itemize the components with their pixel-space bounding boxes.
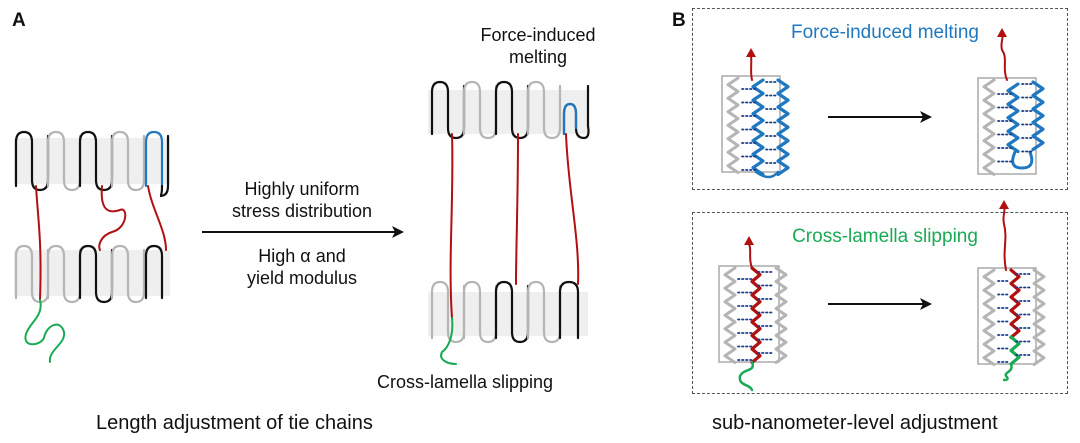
slipping-chain-end xyxy=(24,299,66,363)
melting-box xyxy=(692,8,1068,190)
panel-b-caption: sub-nanometer-level adjustment xyxy=(712,412,998,434)
annotation-top-line-2: melting xyxy=(508,47,568,67)
folded-chain-gray xyxy=(46,244,82,304)
tie-chain xyxy=(449,133,454,319)
folded-chain-black xyxy=(494,280,530,344)
arrow-bottom-label: High α and yield modulus xyxy=(218,245,386,289)
arrow-bottom-line-1: High α and xyxy=(258,246,346,266)
folded-chain-black xyxy=(78,244,114,304)
folded-chain-gray xyxy=(14,244,50,304)
slipping-chain-end xyxy=(440,317,457,365)
transition-arrowhead-a xyxy=(392,226,404,238)
slipping-box-title: Cross-lamella slipping xyxy=(792,226,978,247)
folded-chain-gray xyxy=(110,130,146,192)
folded-chain-gray xyxy=(526,80,562,140)
cross-lamella-slipping-annotation: Cross-lamella slipping xyxy=(376,372,554,392)
tie-chain xyxy=(565,133,580,285)
folded-chain-gray xyxy=(462,280,498,344)
folded-chain-black xyxy=(430,80,466,140)
tie-chain xyxy=(35,185,42,301)
folded-chain-black xyxy=(14,130,50,192)
melting-box-title: Force-induced melting xyxy=(791,22,979,43)
folded-chain-gray xyxy=(462,80,498,140)
folded-chain-blue xyxy=(144,130,164,188)
folded-chain-gray xyxy=(46,130,82,192)
folded-chain-black xyxy=(159,134,170,198)
melted-segment-blue xyxy=(562,102,578,136)
arrow-top-line-2: stress distribution xyxy=(231,201,373,221)
arrow-top-line-1: Highly uniform xyxy=(244,179,360,199)
pull-arrowhead xyxy=(999,200,1009,209)
panel-a-label: A xyxy=(12,10,26,31)
arrow-bottom-line-2: yield modulus xyxy=(246,268,358,288)
tie-chain xyxy=(147,185,167,251)
lamella-band-bottom-right xyxy=(428,292,588,336)
folded-chain-black xyxy=(78,130,114,192)
arrow-top-label: Highly uniform stress distribution xyxy=(218,178,386,222)
folded-chain-gray xyxy=(110,244,146,304)
panel-b-label: B xyxy=(672,10,686,31)
lamella-band-top-right xyxy=(428,90,588,134)
force-induced-melting-annotation: Force-induced melting xyxy=(468,24,608,68)
folded-chain-black xyxy=(494,80,530,140)
folded-chain-gray xyxy=(526,280,562,344)
annotation-top-line-1: Force-induced xyxy=(480,25,596,45)
tie-chain xyxy=(515,133,519,285)
folded-chain-gray xyxy=(430,280,466,344)
panel-a-caption: Length adjustment of tie chains xyxy=(96,412,373,434)
folded-chain-black xyxy=(144,244,164,300)
tie-chain xyxy=(98,185,127,251)
folded-chain-black xyxy=(558,280,580,340)
slipping-box xyxy=(692,212,1068,394)
panel-a-diagram xyxy=(14,80,590,365)
